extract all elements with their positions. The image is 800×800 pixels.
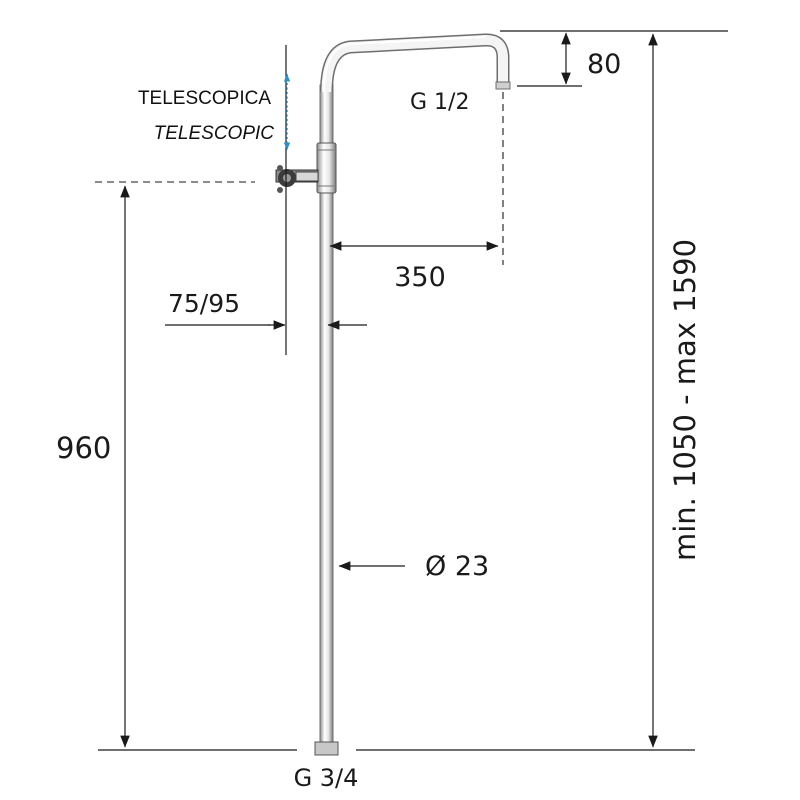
text-labels: TELESCOPICA TELESCOPIC G 1/2 80 350 75/9… <box>56 49 702 792</box>
total-height-value: min. 1050 - max 1590 <box>668 239 702 561</box>
arm-reach-value: 350 <box>394 262 446 293</box>
pipe-diameter-value: Ø 23 <box>425 551 489 582</box>
wall-bracket <box>275 165 319 193</box>
outlet-nut <box>495 81 511 90</box>
arm-drop-value: 80 <box>587 49 621 80</box>
wall-offset-value: 75/95 <box>168 289 240 318</box>
shower-column <box>275 33 511 756</box>
telescopic-collar <box>316 142 337 194</box>
inlet-thread-label: G 3/4 <box>294 764 359 792</box>
outlet-thread-label: G 1/2 <box>410 90 469 115</box>
dimension-lines <box>120 32 658 748</box>
telescopic-label-english: TELESCOPIC <box>154 123 275 144</box>
bracket-height-value: 960 <box>56 431 111 465</box>
inlet-nut <box>314 741 339 756</box>
telescopic-label-italian: TELESCOPICA <box>138 88 271 109</box>
